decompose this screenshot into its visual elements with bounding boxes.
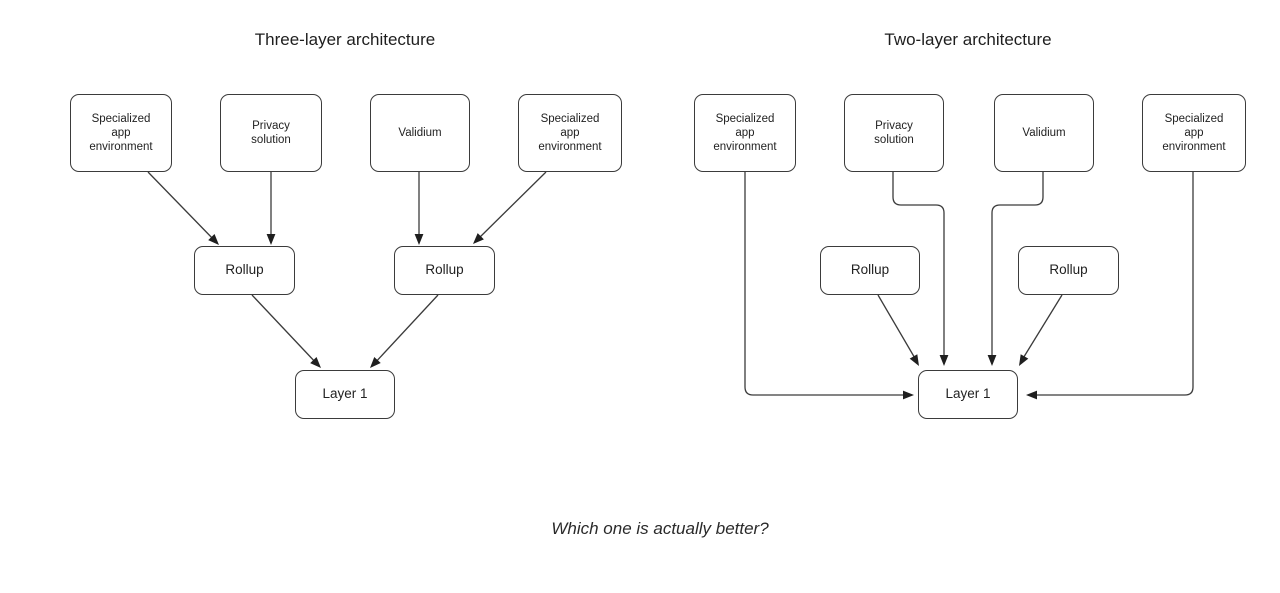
edge-t2-validium-to-t2-layer1 [991, 172, 1044, 360]
edge-t3-app-left-to-t3-rollup-l [147, 171, 217, 243]
arrowhead-t3-validium-to-t3-rollup-r [414, 234, 424, 245]
arrowhead-t3-rollup-r-to-t3-layer1 [370, 356, 381, 368]
edge-t2-app-left-to-t2-layer1 [744, 172, 908, 396]
edge-t2-rollup-r-to-t2-layer1 [1021, 294, 1063, 361]
node-t3-layer1[interactable]: Layer 1 [295, 370, 395, 419]
arrowhead-t3-app-right-to-t3-rollup-r [473, 233, 484, 244]
node-t3-validium[interactable]: Validium [370, 94, 470, 172]
edge-t2-app-right-to-t2-layer1 [1034, 172, 1194, 396]
diagram-title-two-layer: Two-layer architecture [884, 30, 1052, 49]
diagram-title-three-layer: Three-layer architecture [254, 30, 436, 49]
diagram-caption: Which one is actually better? [551, 519, 769, 538]
arrowhead-t3-rollup-l-to-t3-layer1 [310, 357, 321, 368]
edge-t3-rollup-l-to-t3-layer1 [251, 294, 319, 366]
node-label: Rollup [1049, 262, 1088, 278]
arrowhead-t2-app-right-to-t2-layer1 [1026, 390, 1037, 400]
arrowhead-t2-privacy-to-t2-layer1 [939, 355, 949, 366]
arrowhead-t3-privacy-to-t3-rollup-l [266, 234, 276, 245]
arrowhead-t2-rollup-l-to-t2-layer1 [909, 354, 919, 366]
node-t3-rollup-r[interactable]: Rollup [394, 246, 495, 295]
node-t2-validium[interactable]: Validium [994, 94, 1094, 172]
node-label: Rollup [225, 262, 264, 278]
node-t2-rollup-r[interactable]: Rollup [1018, 246, 1119, 295]
node-t3-rollup-l[interactable]: Rollup [194, 246, 295, 295]
node-label: Rollup [425, 262, 464, 278]
node-t2-layer1[interactable]: Layer 1 [918, 370, 1018, 419]
arrowhead-t3-app-left-to-t3-rollup-l [208, 234, 219, 245]
node-label: Layer 1 [945, 386, 991, 402]
node-label: Rollup [850, 262, 890, 278]
arrowhead-t2-rollup-r-to-t2-layer1 [1019, 354, 1029, 366]
edge-t2-rollup-l-to-t2-layer1 [877, 294, 917, 361]
node-label: Validium [1022, 126, 1066, 139]
arrowhead-t2-validium-to-t2-layer1 [987, 355, 997, 366]
arrowhead-t2-app-left-to-t2-layer1 [903, 390, 914, 400]
edge-t2-privacy-to-t2-layer1 [892, 172, 945, 360]
node-t2-rollup-l[interactable]: Rollup [820, 246, 920, 295]
node-label: Validium [398, 126, 442, 139]
node-label: Layer 1 [322, 386, 368, 402]
edge-t3-rollup-r-to-t3-layer1 [372, 294, 439, 366]
edge-t3-app-right-to-t3-rollup-r [475, 171, 547, 242]
